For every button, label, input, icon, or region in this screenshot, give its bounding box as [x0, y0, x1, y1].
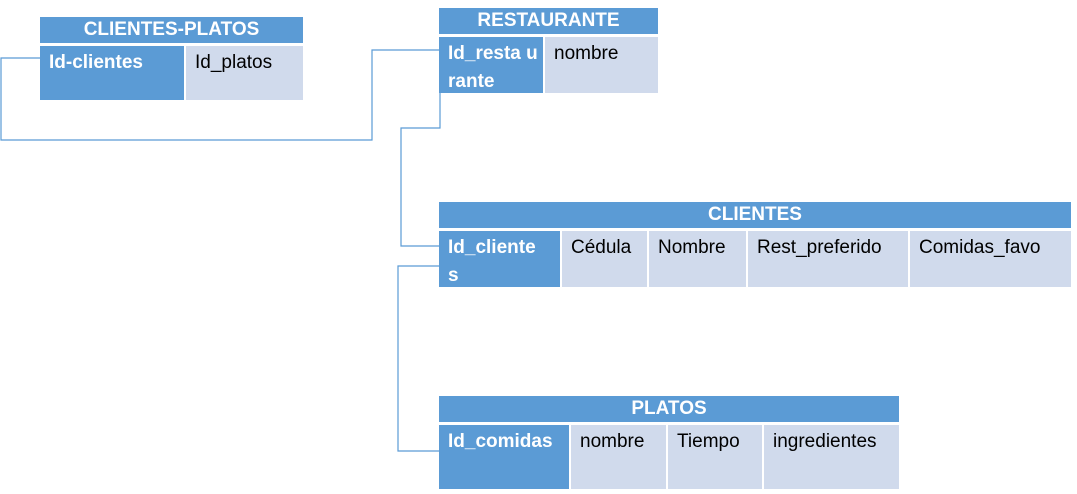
table-title-clientes: CLIENTES — [439, 202, 1071, 228]
field-nombre-plato: nombre — [571, 425, 666, 489]
table-title-clientes-platos: CLIENTES-PLATOS — [40, 17, 303, 43]
field-comidas-favo: Comidas_favo — [910, 231, 1071, 287]
field-cedula: Cédula — [562, 231, 647, 287]
field-tiempo: Tiempo — [668, 425, 762, 489]
field-rest-preferido: Rest_preferido — [748, 231, 908, 287]
connector-clientes-platos-restaurante — [0, 49, 440, 141]
field-nombre-cliente: Nombre — [649, 231, 746, 287]
key-id-comidas: Id_comidas — [439, 425, 569, 489]
connector-restaurante-clientes — [400, 78, 441, 247]
field-ingredientes: ingredientes — [764, 425, 899, 489]
field-id-platos: Id_platos — [186, 46, 303, 100]
key-id-clientes: Id-clientes — [40, 46, 184, 100]
key-id-restaurante: Id_resta urante — [439, 37, 543, 93]
field-nombre-restaurante: nombre — [545, 37, 658, 93]
connector-clientes-platos — [397, 265, 440, 452]
table-title-platos: PLATOS — [439, 396, 899, 422]
key-id-clientes-main: Id_cliente s — [439, 231, 560, 287]
table-title-restaurante: RESTAURANTE — [439, 8, 658, 34]
